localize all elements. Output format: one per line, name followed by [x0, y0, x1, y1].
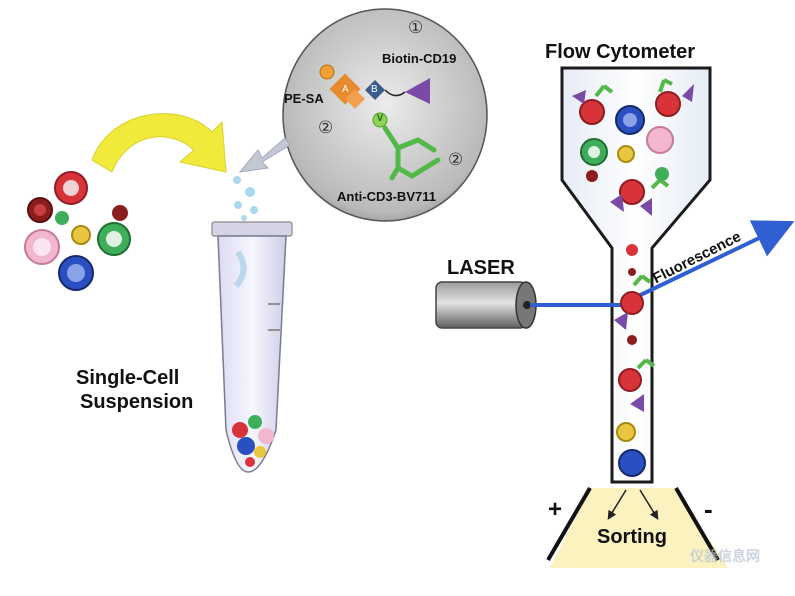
- anti-cd3-label: Anti-CD3-BV711: [337, 189, 436, 204]
- positive-plate: [546, 486, 592, 562]
- test-tube: [211, 221, 293, 473]
- gray-arrow: [238, 137, 291, 173]
- flow-cytometer-title: Flow Cytometer: [545, 41, 696, 63]
- pe-sa-label: PE-SA: [284, 91, 324, 106]
- pe-sa-complex: [319, 64, 430, 109]
- bv711-fluorophore-icon: [372, 112, 388, 128]
- sorting-label: Sorting: [597, 526, 667, 548]
- air-bubbles: [233, 176, 258, 221]
- badge-v: V: [377, 113, 384, 123]
- yellow-arrow: [91, 113, 227, 173]
- biotin-icon: [365, 80, 385, 100]
- flow-cell: [560, 66, 712, 484]
- plus-label: +: [548, 496, 563, 523]
- anti-cd3-antibody: [372, 112, 441, 181]
- step-2-marker-left: ②: [318, 118, 334, 137]
- step-2-marker-right: ②: [448, 150, 464, 169]
- watermark: 仪器信息网: [690, 548, 760, 564]
- cells-in-channel: [614, 244, 656, 477]
- single-cell-label-line2: Suspension: [80, 391, 194, 413]
- single-cell-label-line1: Single-Cell: [76, 367, 180, 389]
- negative-plate: [674, 486, 720, 562]
- cells-in-reservoir: [572, 78, 694, 216]
- laser-label: LASER: [447, 257, 515, 279]
- minus-label: -: [704, 494, 713, 524]
- cd19-antigen-icon: [405, 78, 430, 104]
- step-1-marker: ①: [408, 18, 424, 37]
- badge-a: A: [342, 84, 349, 95]
- cell-pool: [24, 171, 131, 291]
- fluorescence-beam: [629, 220, 795, 302]
- pe-fluorophore-icon: [319, 64, 335, 80]
- biotin-cd19-label: Biotin-CD19: [382, 51, 457, 66]
- laser-source: [435, 281, 537, 329]
- badge-b: B: [371, 84, 378, 95]
- sorting-area: [550, 488, 728, 568]
